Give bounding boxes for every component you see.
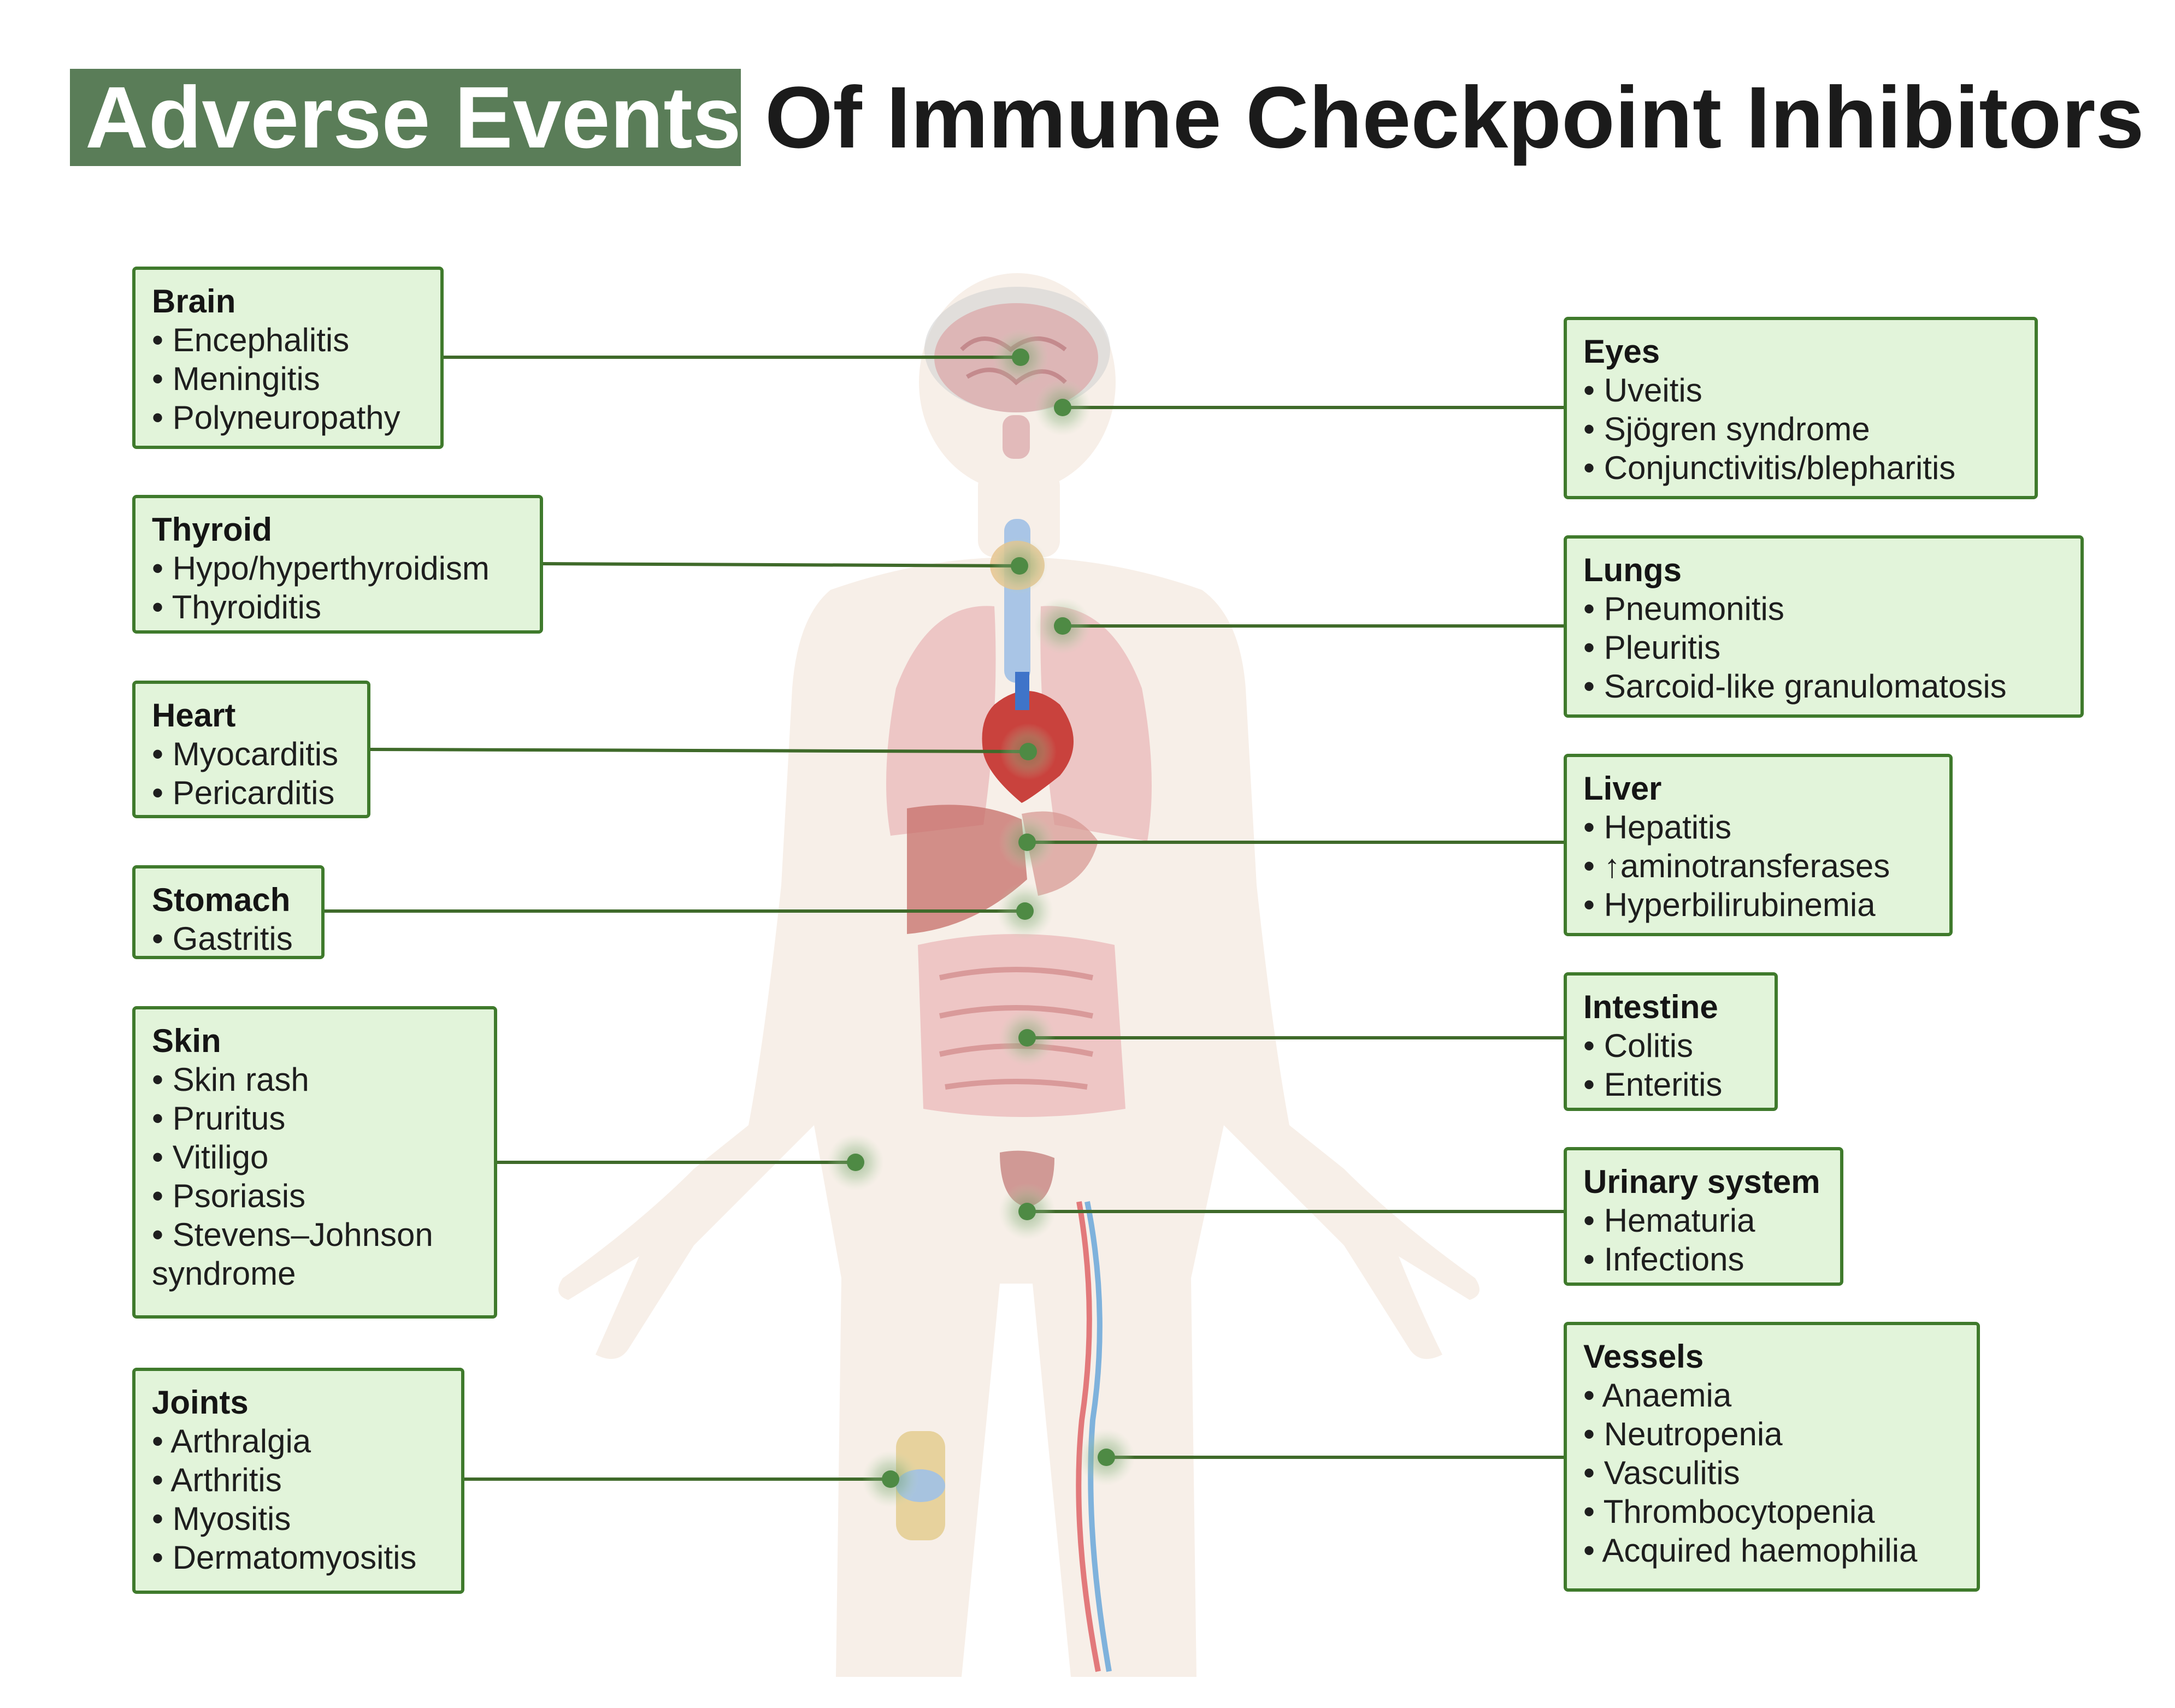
list-item: Uveitis bbox=[1583, 371, 2018, 410]
list-item: Infections bbox=[1583, 1240, 1824, 1279]
liver-box: Liver Hepatitis ↑aminotransferases Hyper… bbox=[1564, 754, 1953, 936]
list-item: ↑aminotransferases bbox=[1583, 847, 1933, 885]
title-highlight: Adverse Events bbox=[70, 69, 741, 166]
box-title: Brain bbox=[152, 283, 236, 320]
list-item: Sjögren syndrome bbox=[1583, 410, 2018, 448]
list-item: Thrombocytopenia bbox=[1583, 1492, 1960, 1531]
box-title: Liver bbox=[1583, 770, 1662, 807]
list-item: Hematuria bbox=[1583, 1201, 1824, 1240]
heart-box: Heart Myocarditis Pericarditis bbox=[132, 681, 370, 818]
list-item: Skin rash bbox=[152, 1060, 478, 1099]
box-title: Vessels bbox=[1583, 1338, 1704, 1375]
organ-markers bbox=[827, 329, 1135, 1508]
list-item: Psoriasis bbox=[152, 1177, 478, 1215]
list-item: Stevens–Johnson syndrome bbox=[152, 1215, 478, 1293]
skin-box: Skin Skin rash Pruritus Vitiligo Psorias… bbox=[132, 1006, 497, 1319]
box-title: Heart bbox=[152, 697, 236, 734]
box-title: Intestine bbox=[1583, 989, 1718, 1025]
title-rest: Of Immune Checkpoint Inhibitors bbox=[765, 68, 2144, 166]
stomach-box: Stomach Gastritis bbox=[132, 865, 325, 959]
intestine-box: Intestine Colitis Enteritis bbox=[1564, 972, 1778, 1111]
box-title: Thyroid bbox=[152, 511, 272, 548]
leader-lines bbox=[323, 356, 1567, 1481]
list-item: Pruritus bbox=[152, 1099, 478, 1138]
list-item: Myositis bbox=[152, 1499, 445, 1538]
box-title: Eyes bbox=[1583, 333, 1660, 370]
list-item: Polyneuropathy bbox=[152, 398, 424, 437]
list-item: Thyroiditis bbox=[152, 588, 523, 627]
box-title: Skin bbox=[152, 1023, 221, 1059]
list-item: Colitis bbox=[1583, 1026, 1758, 1065]
lungs-box: Lungs Pneumonitis Pleuritis Sarcoid-like… bbox=[1564, 535, 2084, 718]
list-item: Hyperbilirubinemia bbox=[1583, 885, 1933, 924]
joints-box: Joints Arthralgia Arthritis Myositis Der… bbox=[132, 1368, 464, 1594]
list-item: Neutropenia bbox=[1583, 1415, 1960, 1453]
list-item: Myocarditis bbox=[152, 735, 351, 773]
list-item: Vitiligo bbox=[152, 1138, 478, 1177]
urinary-system-box: Urinary system Hematuria Infections bbox=[1564, 1147, 1843, 1286]
list-item: Acquired haemophilia bbox=[1583, 1531, 1960, 1570]
list-item: Sarcoid-like granulomatosis bbox=[1583, 667, 2064, 706]
list-item: Pleuritis bbox=[1583, 628, 2064, 667]
box-title: Stomach bbox=[152, 882, 291, 918]
list-item: Hypo/hyperthyroidism bbox=[152, 549, 523, 588]
list-item: Arthritis bbox=[152, 1461, 445, 1499]
list-item: Pneumonitis bbox=[1583, 589, 2064, 628]
box-title: Lungs bbox=[1583, 552, 1682, 588]
list-item: Pericarditis bbox=[152, 773, 351, 812]
list-item: Dermatomyositis bbox=[152, 1538, 445, 1577]
list-item: Vasculitis bbox=[1583, 1453, 1960, 1492]
eyes-box: Eyes Uveitis Sjögren syndrome Conjunctiv… bbox=[1564, 317, 2038, 499]
list-item: Hepatitis bbox=[1583, 808, 1933, 847]
list-item: Anaemia bbox=[1583, 1376, 1960, 1415]
list-item: Conjunctivitis/blepharitis bbox=[1583, 448, 2018, 487]
list-item: Gastritis bbox=[152, 919, 305, 958]
box-title: Urinary system bbox=[1583, 1163, 1820, 1200]
box-title: Joints bbox=[152, 1384, 249, 1421]
brain-box: Brain Encephalitis Meningitis Polyneurop… bbox=[132, 267, 444, 449]
list-item: Enteritis bbox=[1583, 1065, 1758, 1104]
thyroid-box: Thyroid Hypo/hyperthyroidism Thyroiditis bbox=[132, 495, 543, 634]
list-item: Arthralgia bbox=[152, 1422, 445, 1461]
vessels-box: Vessels Anaemia Neutropenia Vasculitis T… bbox=[1564, 1322, 1980, 1592]
list-item: Encephalitis bbox=[152, 321, 424, 359]
list-item: Meningitis bbox=[152, 359, 424, 398]
